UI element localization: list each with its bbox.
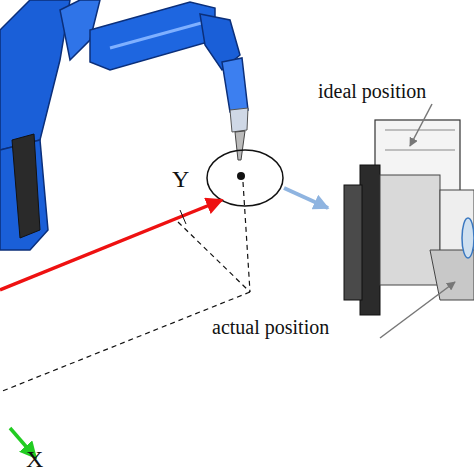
callout-label: actual position bbox=[212, 316, 329, 338]
motor-detail bbox=[344, 120, 474, 315]
robot-arm bbox=[0, 0, 248, 250]
axis-label: X bbox=[26, 446, 43, 472]
axis-label: Y bbox=[172, 166, 189, 192]
callout-label: ideal position bbox=[318, 80, 426, 102]
